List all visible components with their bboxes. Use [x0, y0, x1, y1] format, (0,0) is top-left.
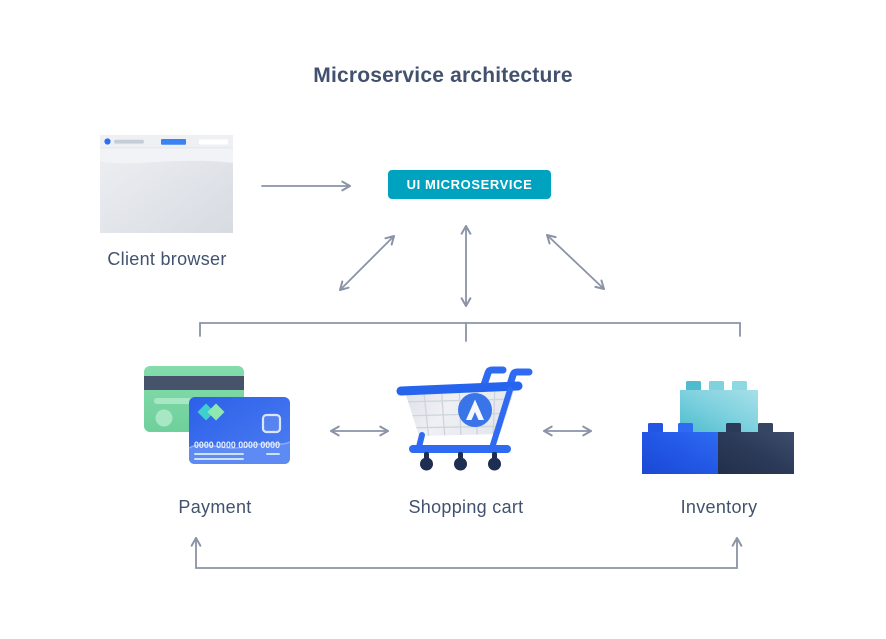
shopping-cart-icon [396, 366, 533, 471]
cart-wheels [420, 452, 501, 471]
lego-bricks-icon [642, 381, 794, 474]
client-browser-label: Client browser [107, 249, 227, 269]
arrow-ui-payment [339, 235, 395, 291]
card-number: 0000 0000 0000 0000 [194, 440, 280, 450]
cart-logo-icon [458, 393, 492, 427]
ui-microservice-badge: UI MICROSERVICE [388, 170, 551, 199]
cart-handles [479, 366, 533, 392]
lego-brick-navy [718, 423, 794, 474]
page-title: Microservice architecture [313, 64, 573, 87]
payment-label: Payment [178, 497, 252, 517]
shopping-cart-label: Shopping cart [408, 497, 524, 517]
service-bracket-line [199, 322, 741, 337]
blue-card: 0000 0000 0000 0000 [188, 397, 291, 464]
browser-window-icon [100, 135, 233, 233]
arrow-payment-inventory-loop [190, 537, 743, 569]
card-chip [261, 413, 282, 434]
arrow-ui-inventory [546, 234, 605, 290]
browser-dot-icon [104, 138, 111, 145]
inventory-label: Inventory [680, 497, 758, 517]
cart-rim [396, 381, 523, 396]
lego-brick-blue [642, 423, 718, 474]
cart-frame [409, 387, 513, 453]
browser-tab [161, 139, 186, 145]
credit-cards-icon: 0000 0000 0000 0000 [144, 366, 291, 464]
